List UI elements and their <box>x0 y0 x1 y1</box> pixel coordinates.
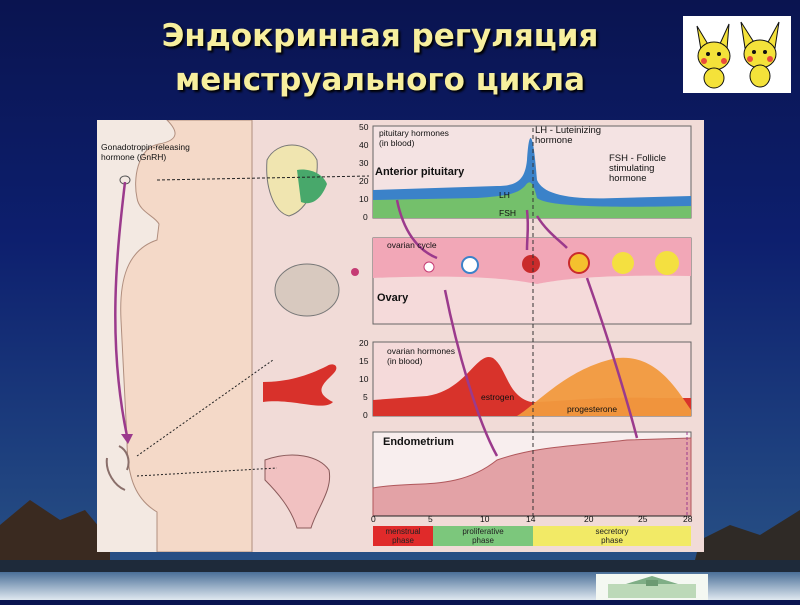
lh-to-corpus-arrow <box>535 215 568 249</box>
follicle-ovulation <box>522 255 540 273</box>
endometrium-layer <box>372 437 692 517</box>
follicle-1 <box>423 261 435 273</box>
pituitary-tick-30: 30 <box>359 158 369 168</box>
fsh-legend: FSH - Follicle stimulating hormone <box>609 154 666 184</box>
lh-legend: LH - Luteinizing hormone <box>535 126 601 146</box>
cycle-diagram: Gonadotropin-releasing hormone (GnRH) pi… <box>97 120 704 552</box>
fsh-legend-line-1: FSH - Follicle <box>609 153 667 164</box>
ovarian-tick-15: 15 <box>359 356 369 366</box>
mascot-image <box>683 16 791 93</box>
pituitary-tick-10: 10 <box>359 194 369 204</box>
ovarian-tick-10: 10 <box>359 374 369 384</box>
title-line-2: менструального цикла <box>174 62 586 98</box>
pituitary-tick-40: 40 <box>359 140 369 150</box>
proliferative-phase-line-1: proliferative <box>462 527 504 536</box>
corpus-luteum-1 <box>568 252 590 274</box>
oocyte-dot <box>351 268 359 276</box>
lh-to-ovary-arrow <box>525 209 530 251</box>
pituitary-tick-50: 50 <box>359 122 369 132</box>
title-line-1: Эндокринная регуляция <box>161 18 599 54</box>
anterior-pituitary-label: Anterior pituitary <box>375 166 465 178</box>
day-tick-25: 25 <box>638 514 648 524</box>
proliferative-phase-label: proliferative phase <box>433 527 533 545</box>
lh-curve <box>373 138 691 218</box>
female-silhouette <box>120 120 253 552</box>
pituitary-heading: pituitary hormones (in blood) <box>379 128 449 148</box>
lh-legend-line-2: hormone <box>535 135 573 146</box>
day-tick-14: 14 <box>526 514 536 524</box>
proliferative-phase-bar <box>433 526 533 546</box>
uterus-sketch <box>105 445 130 491</box>
day-tick-0: 0 <box>371 514 376 524</box>
ovary-illustration <box>274 263 340 317</box>
ovarian-tick-20: 20 <box>359 338 369 348</box>
progesterone-label: progesterone <box>567 404 618 414</box>
menstrual-phase-line-2: phase <box>392 536 414 545</box>
diagram-art <box>97 120 692 552</box>
estrogen-to-endometrium-arrow <box>443 289 499 457</box>
secretory-phase-bar <box>533 526 691 546</box>
day-tick-10: 10 <box>480 514 490 524</box>
menstrual-phase-label: menstrual phase <box>373 527 433 545</box>
day-tick-20: 20 <box>584 514 594 524</box>
pituitary-tick-0: 0 <box>363 212 368 222</box>
dotted-line-uterus <box>136 467 278 477</box>
ovarian-hormones-heading-line-1: ovarian hormones <box>387 346 456 356</box>
proliferative-phase-line-2: phase <box>472 536 494 545</box>
pituitary-heading-line-2: (in blood) <box>379 138 415 148</box>
dotted-line-pituitary <box>156 175 370 181</box>
corpus-luteum-3 <box>655 251 679 275</box>
menstrual-phase-bar <box>373 526 433 546</box>
day-tick-5: 5 <box>428 514 433 524</box>
ovary-label: Ovary <box>377 292 409 304</box>
lh-legend-line-1: LH - Luteinizing <box>535 125 602 136</box>
pituitary-gland-green <box>297 169 327 204</box>
ovarian-hormones-heading-line-2: (in blood) <box>387 356 423 366</box>
pituitary-heading-line-1: pituitary hormones <box>379 128 449 138</box>
menstrual-phase-line-1: menstrual <box>385 527 421 536</box>
fsh-legend-line-2: stimulating <box>609 163 655 174</box>
progesterone-to-endometrium-arrow <box>585 277 639 439</box>
secretory-phase-line-2: phase <box>601 536 623 545</box>
ovarian-tick-0: 0 <box>363 410 368 420</box>
gnrh-descending-arrow <box>114 181 129 437</box>
follicle-2 <box>461 256 479 274</box>
mascot-right <box>740 21 780 88</box>
day-tick-28: 28 <box>683 514 693 524</box>
fsh-curve <box>373 182 691 218</box>
secretory-phase-label: secretory phase <box>533 527 691 545</box>
fsh-legend-line-3: hormone <box>609 173 647 184</box>
progesterone-curve <box>517 357 691 416</box>
gnrh-arrowhead <box>121 434 133 444</box>
pituitary-tick-20: 20 <box>359 176 369 186</box>
lh-curve-label: LH <box>499 190 510 200</box>
gnrh-label: Gonadotropin-releasing hormone (GnRH) <box>101 142 190 162</box>
ovarian-tick-5: 5 <box>363 392 368 402</box>
endometrium-label: Endometrium <box>383 436 454 448</box>
uterus-illustration <box>264 454 331 529</box>
building-logo <box>596 574 708 600</box>
corpus-luteum-2 <box>612 252 634 274</box>
secretory-phase-line-1: secretory <box>595 527 629 536</box>
mascot-left <box>696 23 731 89</box>
slide-title: Эндокринная регуляция менструального цик… <box>100 14 660 102</box>
ovarian-hormones-heading: ovarian hormones (in blood) <box>387 346 455 366</box>
gnrh-label-line-1: Gonadotropin-releasing <box>101 142 190 152</box>
ovarian-cycle-heading: ovarian cycle <box>387 240 437 250</box>
fsh-curve-label: FSH <box>499 208 516 218</box>
gnrh-label-line-2: hormone (GnRH) <box>101 152 167 162</box>
estrogen-label: estrogen <box>481 392 515 402</box>
fsh-to-ovary-arrow <box>395 199 438 260</box>
blood-vessel-illustration <box>263 364 337 406</box>
